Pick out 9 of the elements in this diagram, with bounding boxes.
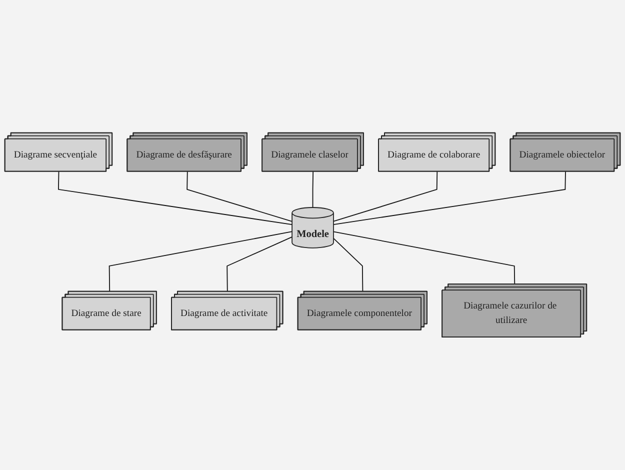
connector — [186, 171, 292, 222]
connector — [333, 171, 438, 222]
connector — [333, 231, 516, 285]
connector — [58, 171, 292, 226]
connector — [108, 231, 292, 292]
connector — [333, 238, 364, 292]
connector — [226, 236, 292, 292]
connector — [333, 171, 566, 226]
connector — [312, 171, 314, 208]
